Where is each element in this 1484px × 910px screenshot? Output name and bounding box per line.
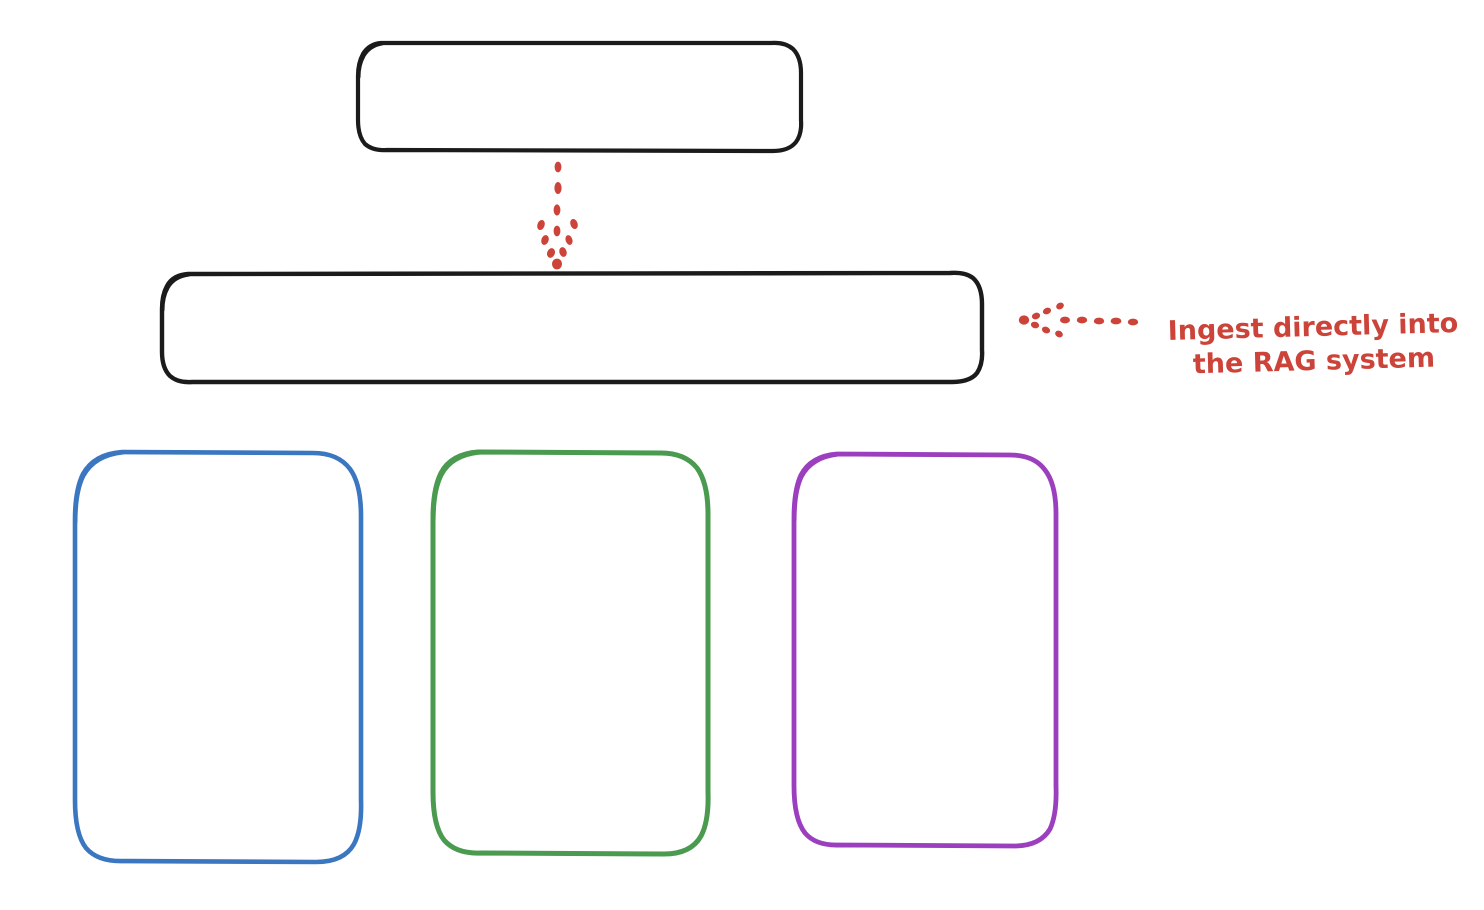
node-rag-tool-label: RAG Tool xyxy=(502,311,642,343)
node-rag-tool[interactable]: RAG Tool xyxy=(158,270,986,385)
node-vector-io-label: VectorIO (insert_chunks, delete_chunks, … xyxy=(114,557,322,757)
connector-ingest-to-rag-tool-icon xyxy=(1018,302,1139,338)
node-relational-io[interactable]: RelationalIO (insert_sql, query_sql) SQL… xyxy=(789,450,1061,849)
node-vector-io[interactable]: VectorIO (insert_chunks, delete_chunks, … xyxy=(70,448,366,866)
node-agent-label: AGENT xyxy=(521,80,637,112)
node-relational-io-label: RelationalIO (insert_sql, query_sql) SQL… xyxy=(841,567,1009,732)
node-key-value-io-label: KeyValueIO (set_key, delete_key, get) Ke… xyxy=(462,570,679,735)
connector-agent-to-rag-tool-icon xyxy=(537,161,578,270)
annotation-ingest-label: Ingest directly into the RAG system xyxy=(1167,307,1459,381)
node-key-value-io[interactable]: KeyValueIO (set_key, delete_key, get) Ke… xyxy=(428,448,713,857)
annotation-ingest-directly: Ingest directly into the RAG system xyxy=(1147,272,1480,383)
node-agent[interactable]: AGENT xyxy=(355,40,804,154)
